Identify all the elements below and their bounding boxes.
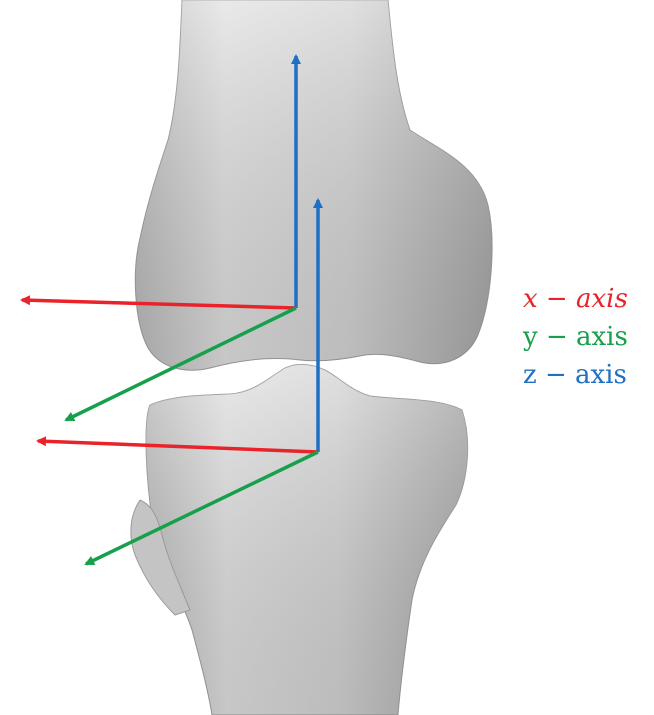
tibia-bone: [146, 364, 468, 715]
legend-z-axis: z − axis: [523, 356, 628, 394]
femur-bone: [135, 0, 492, 370]
legend-y-axis: y − axis: [523, 318, 628, 356]
legend-x-axis: x − axis: [523, 280, 628, 318]
axis-legend: x − axis y − axis z − axis: [523, 280, 628, 394]
